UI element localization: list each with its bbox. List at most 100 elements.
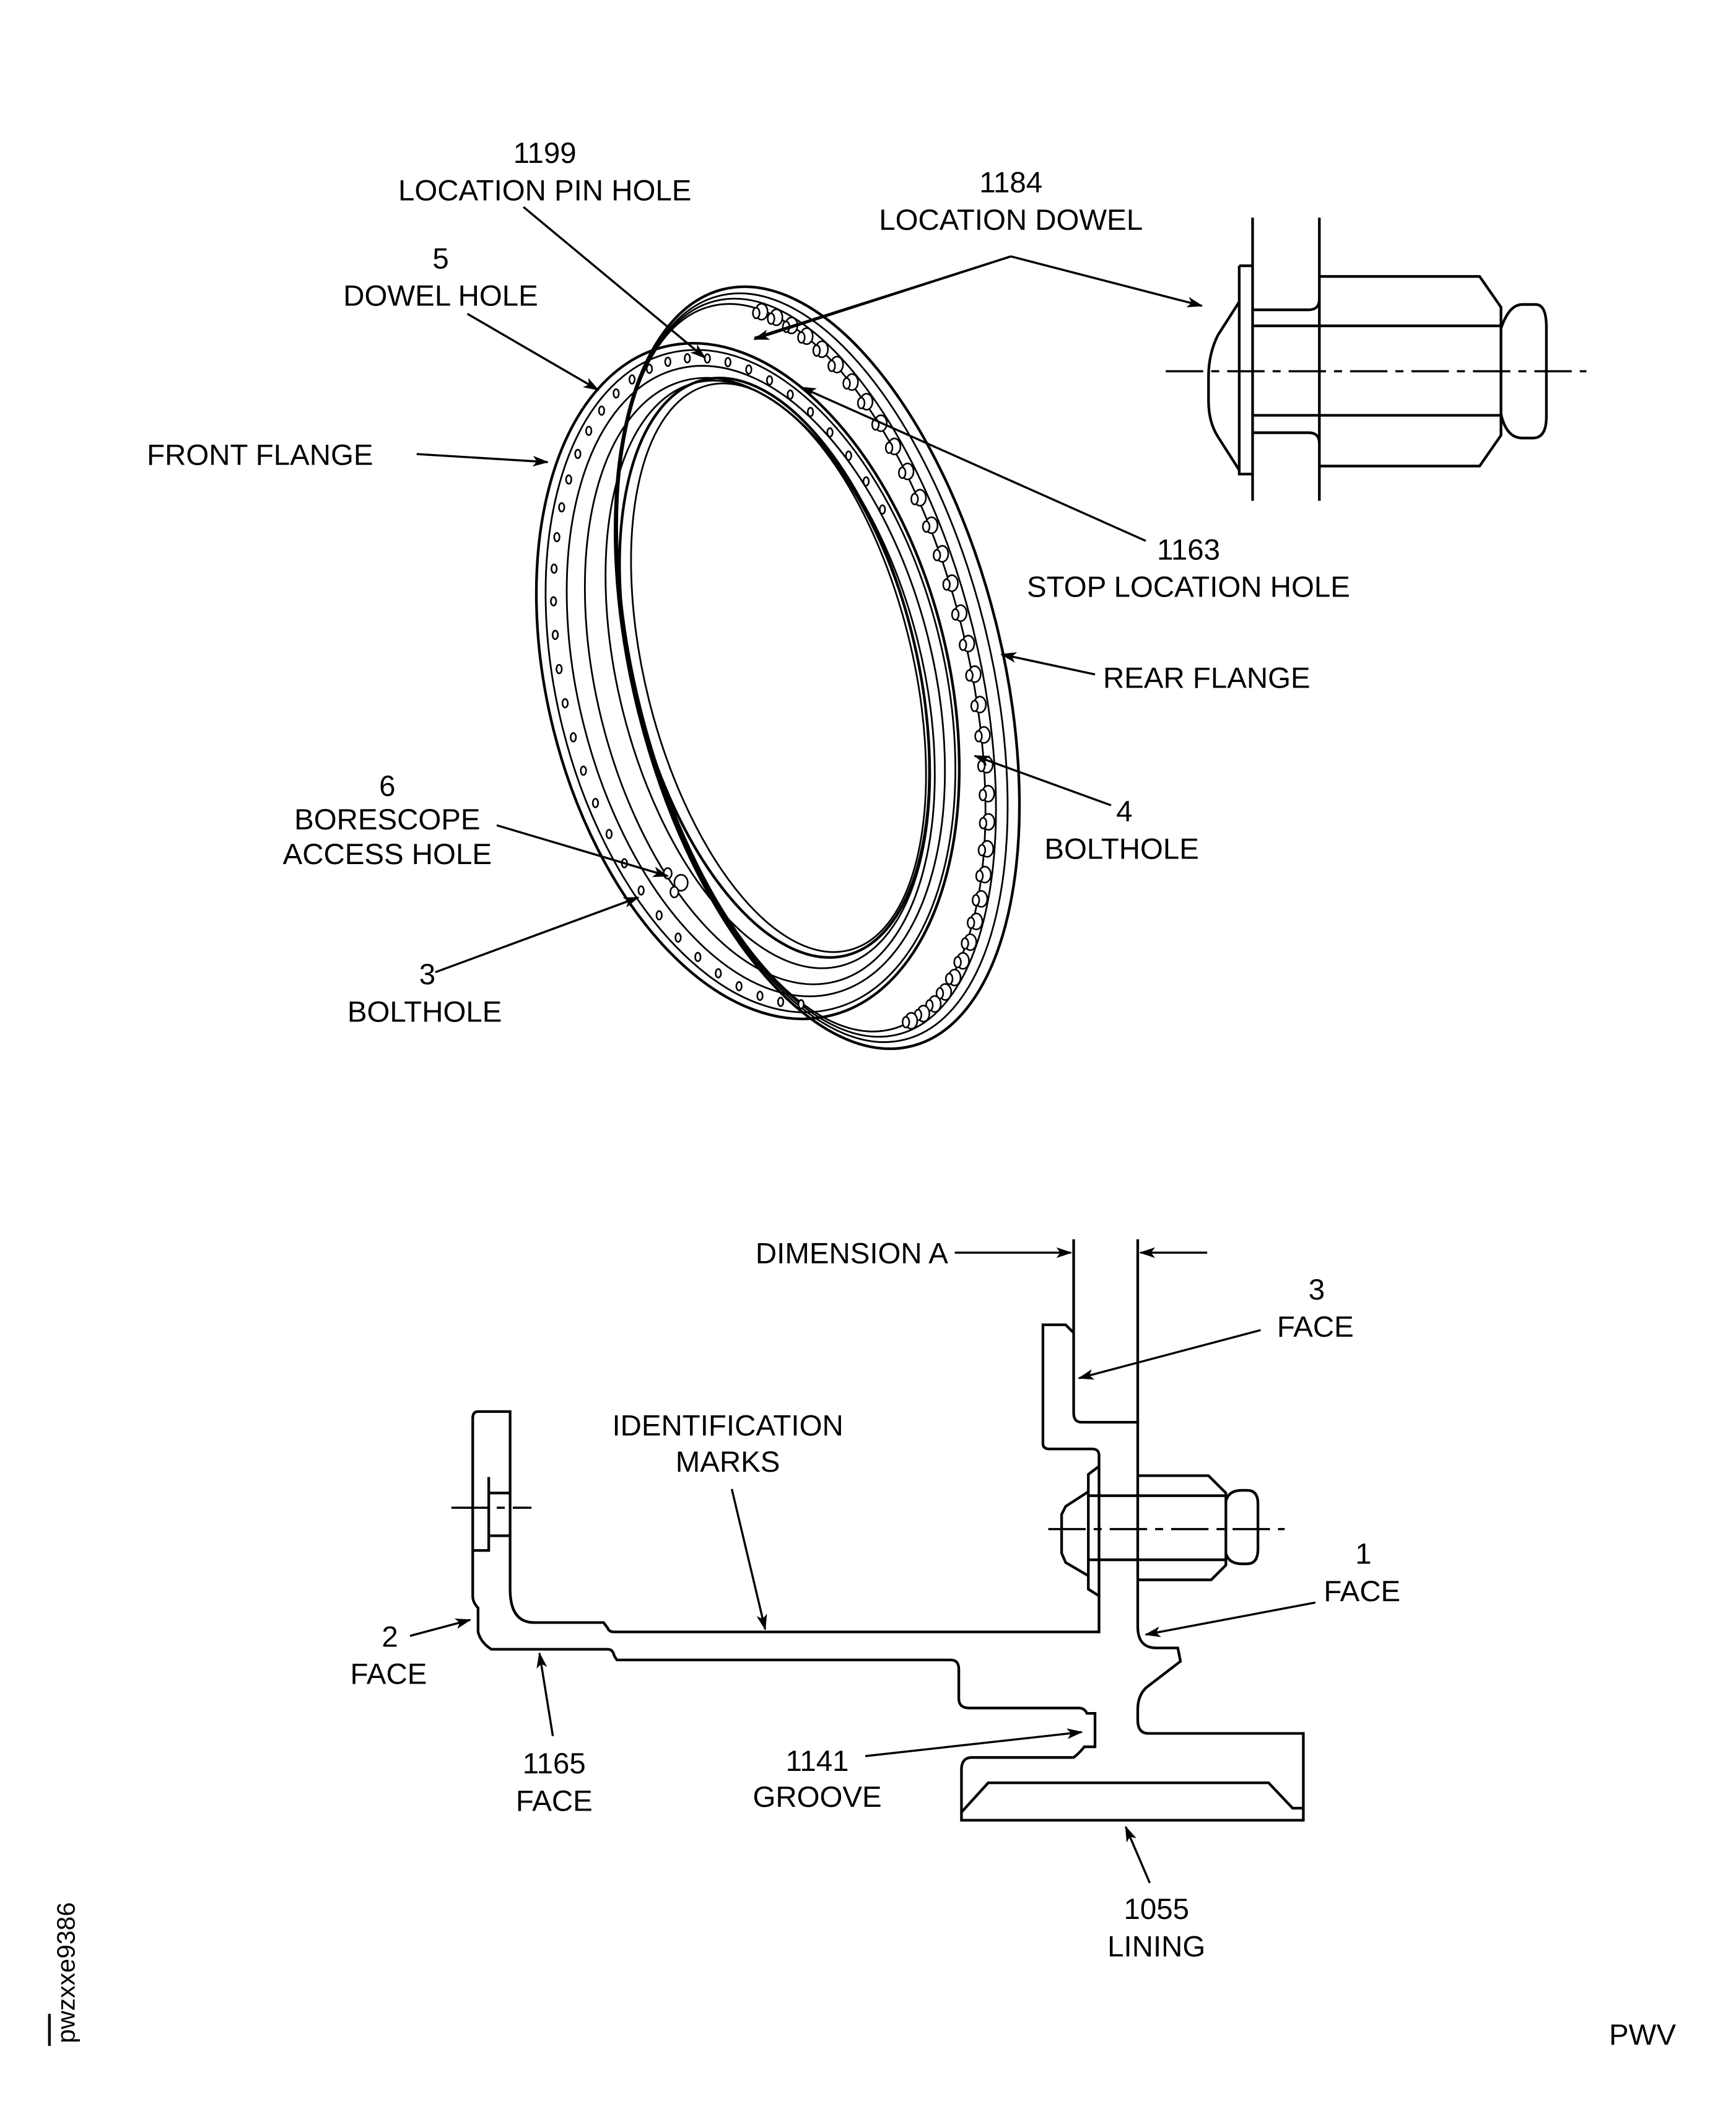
section-labels: DIMENSION A 3 FACE IDENTIFICATION MARKS … [351,1238,1401,1964]
rear-flange-bolt-nut [953,956,962,969]
leader-identification-marks [730,1488,767,1631]
front-flange-bolthole [735,981,743,992]
front-flange-bolthole [806,406,814,417]
rear-flange-bolt-nut [933,549,941,562]
rear-flange [613,285,1021,1051]
front-flange-bolthole [684,353,691,364]
front-flange-bolthole [550,563,558,574]
lining-chamfer [960,1781,1304,1814]
label-face-2: FACE [351,1658,427,1691]
front-flange-bolthole [704,353,711,364]
front-flange-bolthole [598,405,605,416]
rear-flange-bolt-nut [965,669,974,682]
rear-flange-bolt-nut [975,870,984,883]
front-flange-bolthole [845,450,852,461]
front-flange-bolthole [605,829,613,839]
label-access-hole: ACCESS HOLE [283,838,492,871]
rear-flange-bolt-nut [977,759,986,772]
front-flange-bolthole [655,910,663,920]
front-flange-bolthole [777,997,785,1007]
front-flange-bolthole [574,448,582,460]
front-flange-bolthole [556,663,563,675]
label-identification: IDENTIFICATION [612,1410,843,1443]
label-borescope: BORESCOPE [294,803,480,836]
front-flange-boltholes [550,353,886,1010]
ring-labels: 1199 LOCATION PIN HOLE 5 DOWEL HOLE 1184… [147,137,1350,1028]
label-face-3: FACE [1277,1311,1354,1344]
front-flange-bolthole [765,375,774,386]
leader-location-dowel-ring [753,255,1011,341]
front-flange-bolthole [558,502,565,513]
rear-flange-bolt-nut [902,1016,910,1029]
rear-flange-bolt-nut [967,916,975,929]
leader-face-2 [409,1618,472,1637]
front-flange-bolthole [745,364,752,375]
rear-flange-bolt-nut [979,789,987,802]
label-lining-1055-ref: 1055 [1123,1893,1189,1926]
leader-face-3 [1078,1329,1261,1380]
label-face-1: FACE [1324,1575,1400,1608]
label-4-ref: 4 [1116,795,1132,828]
dimension-a [954,1239,1208,1423]
leader-location-dowel-detail [1010,255,1203,308]
figure-id: pwzxxe9386 [48,1902,81,2046]
front-flange-bolthole [694,951,702,963]
label-location-dowel: LOCATION DOWEL [879,204,1143,237]
leader-bolthole-3 [435,896,640,974]
borescope-access-hole [663,867,689,899]
inner-bore [604,377,931,969]
label-6-ref: 6 [379,770,395,803]
front-flange-bolthole [553,531,560,543]
front-flange-bolthole [580,766,587,776]
label-front-flange: FRONT FLANGE [147,439,373,471]
front-flange-bolthole [674,932,682,943]
front-flange-bolthole [637,885,645,896]
label-location-pin-hole: LOCATION PIN HOLE [398,174,691,207]
front-flange-bolthole [862,476,870,487]
rear-flange-bolt-nut [797,331,806,344]
label-5-ref: 5 [432,242,448,275]
label-dowel-hole: DOWEL HOLE [343,280,538,313]
rear-flange-bolt-nut [942,578,951,591]
front-flange-bolthole [724,357,731,367]
rear-flange-bolt-nut [944,972,954,985]
label-bolthole-3: BOLTHOLE [347,995,502,1028]
leader-front-flange [416,453,549,467]
rear-flange-bolt-nut [827,359,836,372]
ring-leaders [416,206,1203,974]
leader-stop-location-hole [800,386,1146,542]
leader-bolthole-4 [973,754,1112,806]
label-1199-ref: 1199 [513,137,577,170]
front-flange-bolthole [561,698,569,709]
rear-flange-bolt-nut [951,608,960,621]
front-flange-bolthole [550,596,557,607]
front-flange-bolt [473,1477,510,1552]
rear-flange-bolt-nut [842,377,851,390]
front-flange-bolthole [551,629,559,640]
front-flange-bolthole [879,504,886,515]
label-1184-ref: 1184 [979,166,1042,199]
leader-location-pin-hole [523,206,707,359]
front-flange-bolthole [570,732,577,743]
label-bolthole-4: BOLTHOLE [1044,832,1198,865]
label-groove-1141-ref: 1141 [786,1745,849,1778]
leader-face-1165 [536,1651,554,1737]
rear-flange-bolt-nut [974,730,983,743]
location-dowel-detail [1166,217,1587,501]
label-3-ref: 3 [419,958,435,991]
leader-dowel-hole [466,313,600,391]
rear-flange-bolt-nut [752,307,761,320]
rear-flange-bolt-nut [959,639,967,652]
label-groove-1141: GROOVE [752,1781,881,1814]
front-flange-bolthole [585,426,593,436]
rear-flange-bolt-nut [767,312,775,325]
leader-face-1 [1144,1601,1316,1638]
rear-flange-bolt-nut [910,492,919,505]
section-leaders [409,1329,1316,1884]
front-flange-bolthole [797,999,805,1010]
front-flange-bolthole [787,389,794,400]
front-flange-bolthole [628,374,636,385]
leader-lining-1055 [1125,1825,1151,1884]
corner-mark: PWV [1609,2019,1676,2051]
front-flange-bolthole [565,474,572,485]
